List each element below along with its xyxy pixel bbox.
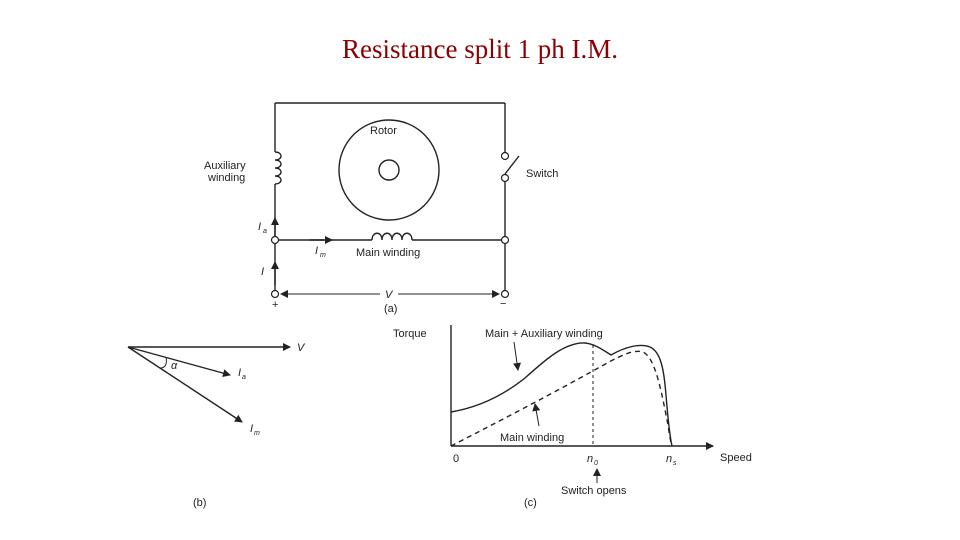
slide-title: Resistance split 1 ph I.M. — [342, 34, 618, 64]
ns-symbol: n — [666, 453, 672, 465]
rotor-outer-circle — [338, 119, 440, 221]
switch-label: Switch — [526, 168, 558, 180]
phasor-ia-symbol: I — [238, 367, 241, 379]
torque-speed-diagram: Torque Speed 0 n 0 n s Main + Auxiliary … — [393, 325, 752, 509]
rotor-label: Rotor — [370, 125, 397, 137]
phasor-ia-sub: a — [242, 374, 246, 381]
main-label-arrow — [532, 403, 541, 427]
supply-terminal-plus — [270, 289, 280, 299]
combined-label-arrow — [513, 341, 521, 371]
phasor-diagram: V α I a I m (b) — [127, 342, 306, 509]
caption-a: (a) — [384, 303, 397, 315]
alpha-arc — [159, 356, 167, 369]
main-winding-label: Main winding — [356, 247, 420, 259]
switch-blade — [504, 155, 520, 175]
main-winding-curve-label: Main winding — [500, 432, 564, 444]
circuit-i-symbol: I — [261, 266, 264, 278]
circuit-v-symbol: V — [385, 289, 394, 301]
switch-terminal-bottom — [500, 173, 510, 183]
main-winding-coil — [371, 232, 413, 241]
plus-sign: + — [272, 299, 278, 311]
im-phasor — [127, 346, 243, 423]
circuit-ia-symbol: I — [258, 221, 261, 233]
main-winding-curve — [450, 350, 673, 447]
combined-curve-label: Main + Auxiliary winding — [485, 328, 603, 340]
alpha-label: α — [171, 360, 178, 372]
n0-sub: 0 — [594, 460, 598, 467]
supply-terminal-minus — [500, 289, 510, 299]
node-left-mid — [270, 235, 280, 245]
x-axis-label: Speed — [720, 452, 752, 464]
phasor-im-symbol: I — [250, 423, 253, 435]
circuit-im-sub: m — [320, 252, 326, 259]
ia-phasor — [127, 346, 231, 378]
circuit-im-symbol: I — [315, 245, 318, 257]
circuit-diagram: Rotor Auxiliary winding Switch Main wind… — [204, 102, 558, 315]
origin-label: 0 — [453, 453, 459, 465]
rotor-shaft-circle — [378, 159, 400, 181]
switch-terminal-top — [500, 151, 510, 161]
aux-winding-label-2: winding — [207, 172, 245, 184]
phasor-im-sub: m — [254, 430, 260, 437]
aux-winding-label-1: Auxiliary — [204, 160, 246, 172]
phasor-v-label: V — [297, 342, 306, 354]
auxiliary-winding-coil — [274, 151, 282, 185]
ns-sub: s — [673, 460, 677, 467]
n0-symbol: n — [587, 453, 593, 465]
circuit-ia-sub: a — [263, 228, 267, 235]
caption-c: (c) — [524, 497, 537, 509]
combined-curve — [450, 342, 673, 447]
caption-b: (b) — [193, 497, 206, 509]
y-axis-label: Torque — [393, 328, 427, 340]
minus-sign: − — [500, 298, 506, 310]
switch-opens-label: Switch opens — [561, 485, 627, 497]
node-right-mid — [500, 235, 510, 245]
